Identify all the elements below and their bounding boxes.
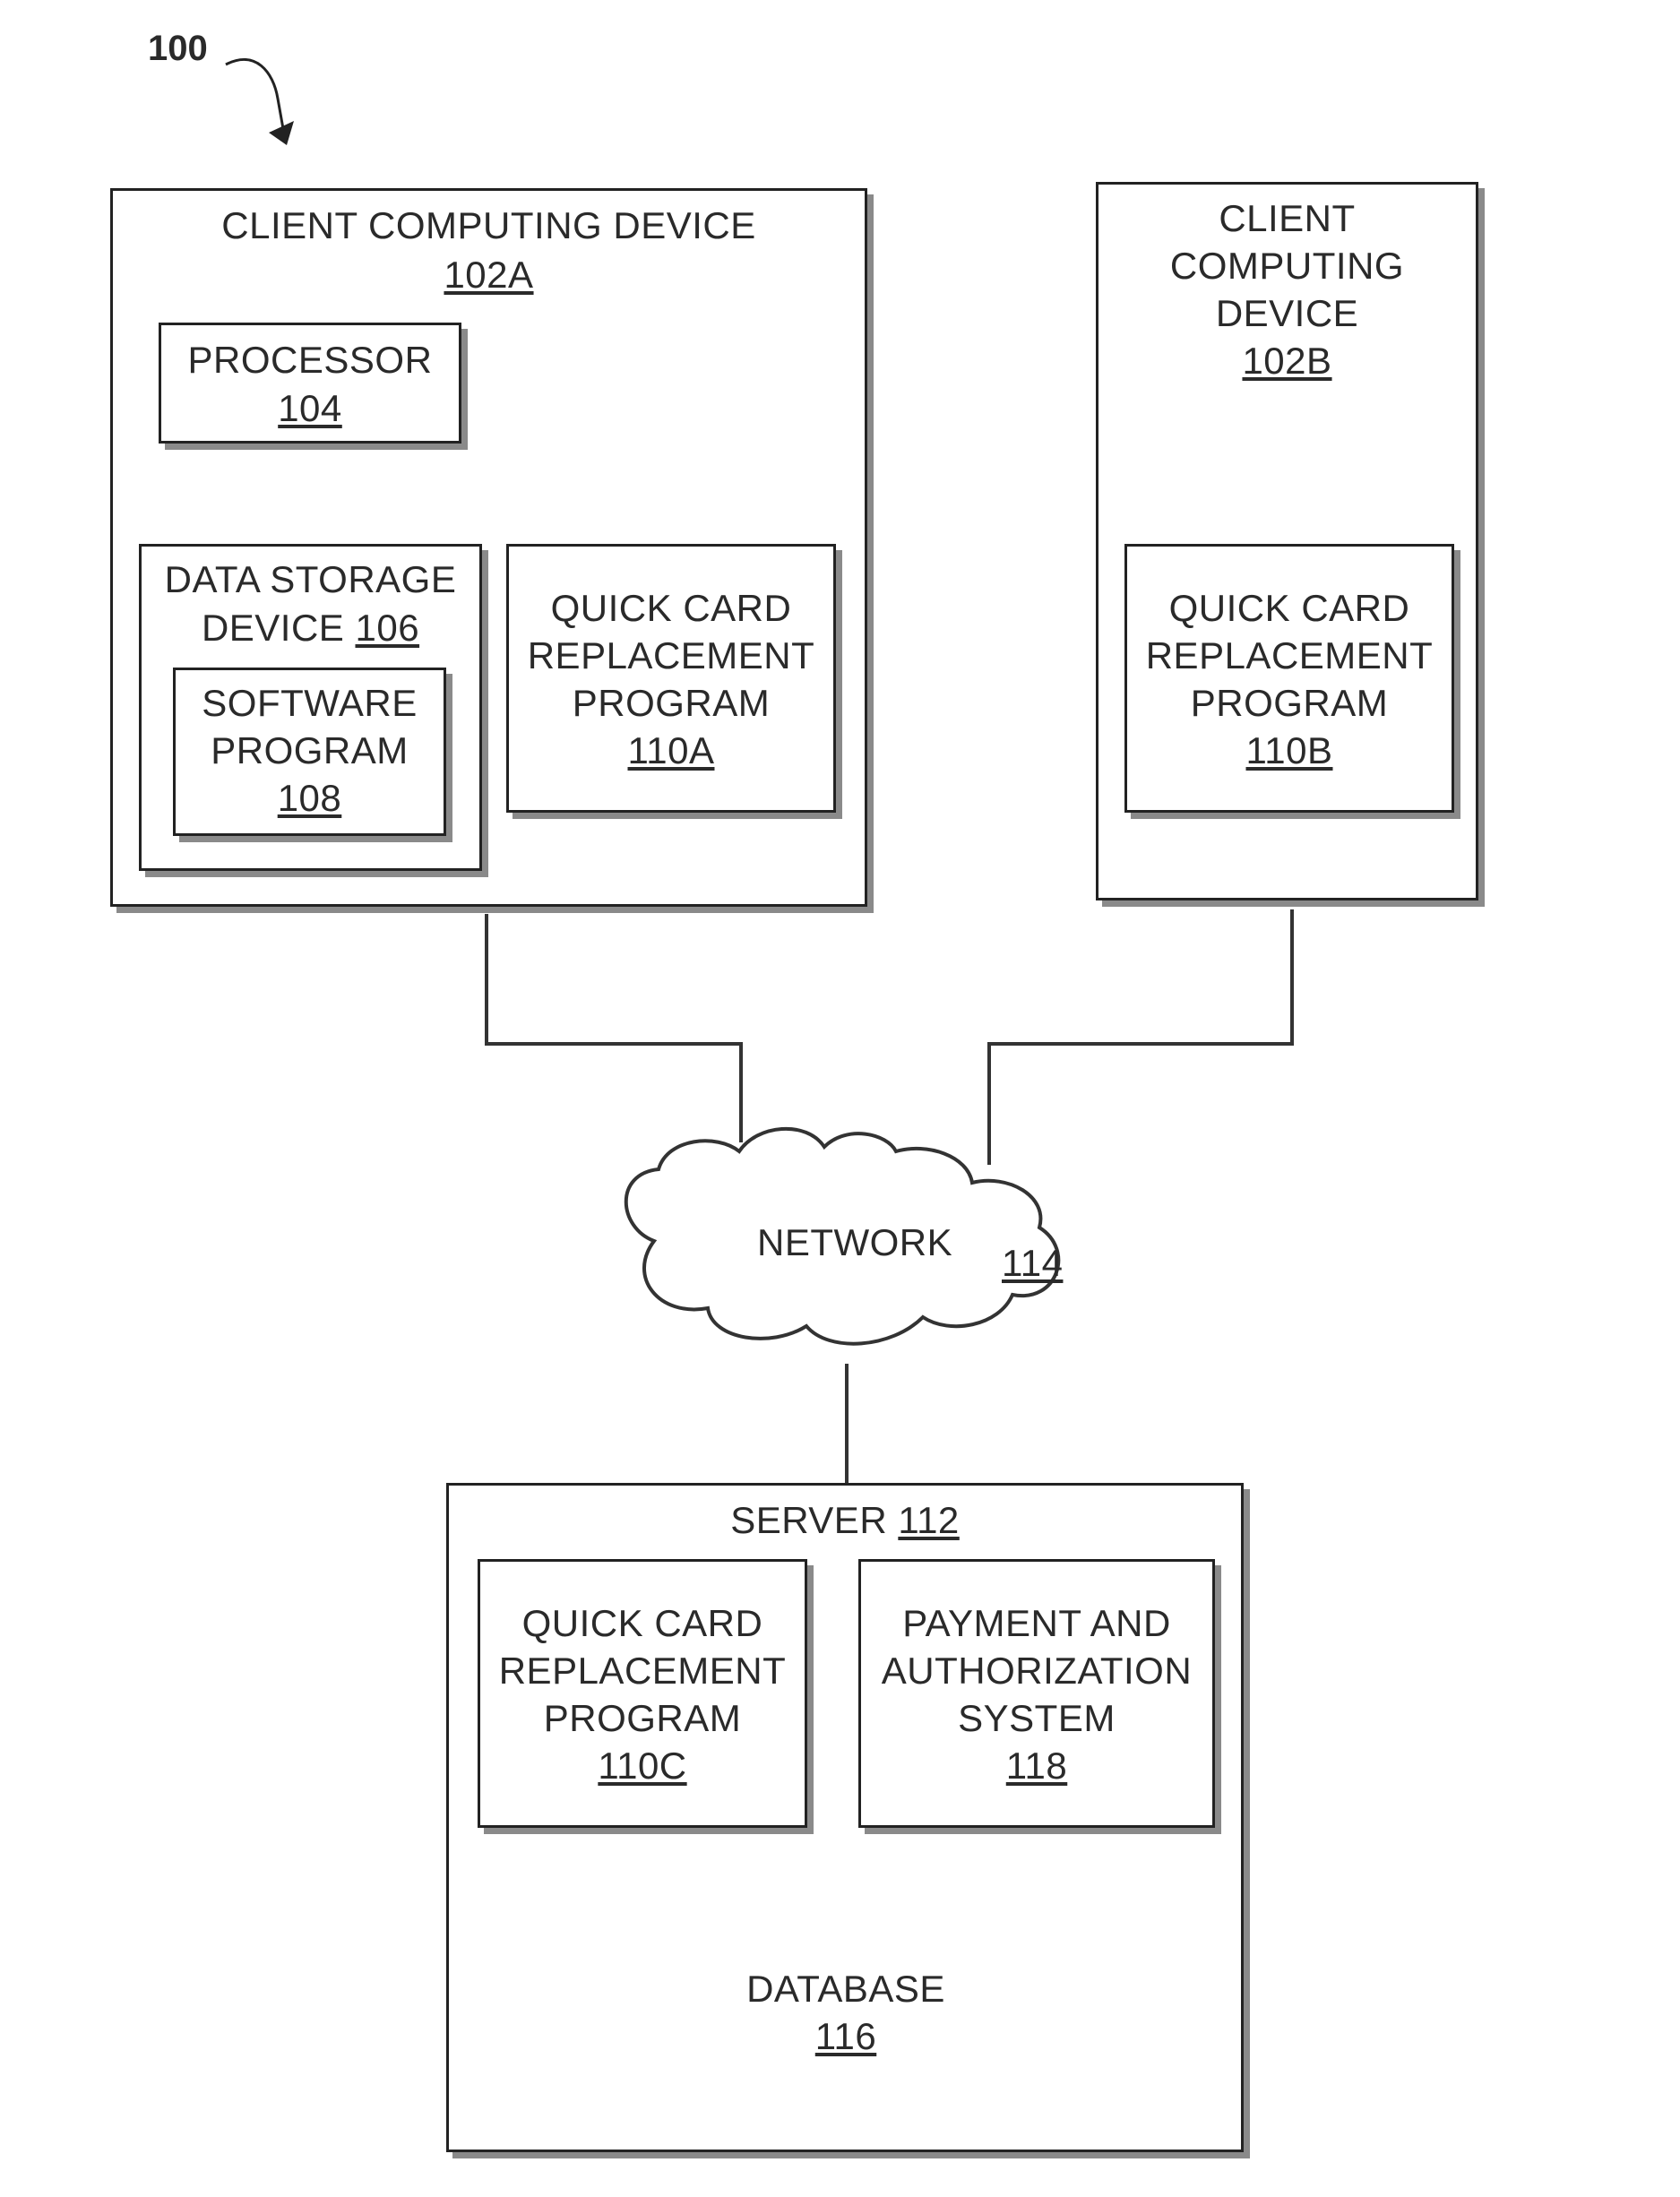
processor-ref: 104 xyxy=(159,384,461,432)
qcr-program-c-ref: 110C xyxy=(478,1742,807,1789)
network-ref: 114 xyxy=(1002,1239,1063,1287)
payment-system-line1: PAYMENT AND xyxy=(858,1599,1215,1647)
payment-system-ref: 118 xyxy=(858,1742,1215,1789)
qcr-program-a-line1: QUICK CARD xyxy=(506,584,836,632)
client-b-network-link xyxy=(989,909,1292,1165)
qcr-program-b-line2: REPLACEMENT xyxy=(1124,632,1454,679)
client-b-ref: 102B xyxy=(1096,337,1478,384)
data-storage-title-word: DEVICE xyxy=(202,607,344,649)
qcr-program-c-line1: QUICK CARD xyxy=(478,1599,807,1647)
client-b-line3: DEVICE xyxy=(1096,289,1478,337)
server-title: SERVER xyxy=(730,1499,887,1541)
processor-title: PROCESSOR xyxy=(159,336,461,383)
data-storage-title-line2: DEVICE 106 xyxy=(139,604,482,651)
client-b-line1: CLIENT xyxy=(1096,194,1478,242)
database-ref: 116 xyxy=(650,2012,1042,2060)
payment-system-line2: AUTHORIZATION xyxy=(858,1647,1215,1694)
qcr-program-c-line2: REPLACEMENT xyxy=(478,1647,807,1694)
client-a-title: CLIENT COMPUTING DEVICE xyxy=(110,202,867,249)
software-program-line2: PROGRAM xyxy=(173,727,446,774)
qcr-program-a-line2: REPLACEMENT xyxy=(506,632,836,679)
qcr-program-c-line3: PROGRAM xyxy=(478,1694,807,1742)
data-storage-title-line1: DATA STORAGE xyxy=(139,556,482,603)
client-b-line2: COMPUTING xyxy=(1096,242,1478,289)
qcr-program-b-ref: 110B xyxy=(1124,727,1454,774)
client-a-network-link xyxy=(487,914,741,1142)
figure-ref-arrow xyxy=(226,59,285,139)
software-program-line1: SOFTWARE xyxy=(173,679,446,727)
qcr-program-a-ref: 110A xyxy=(506,727,836,774)
software-program-ref: 108 xyxy=(173,774,446,822)
qcr-program-b-line1: QUICK CARD xyxy=(1124,584,1454,632)
network-title: NETWORK xyxy=(757,1219,952,1266)
database-title: DATABASE xyxy=(650,1965,1042,2012)
client-a-ref: 102A xyxy=(110,251,867,298)
server-title-line: SERVER 112 xyxy=(446,1496,1244,1544)
qcr-program-a-line3: PROGRAM xyxy=(506,679,836,727)
qcr-program-b-line3: PROGRAM xyxy=(1124,679,1454,727)
payment-system-line3: SYSTEM xyxy=(858,1694,1215,1742)
server-ref: 112 xyxy=(898,1499,959,1541)
data-storage-ref: 106 xyxy=(355,607,419,649)
